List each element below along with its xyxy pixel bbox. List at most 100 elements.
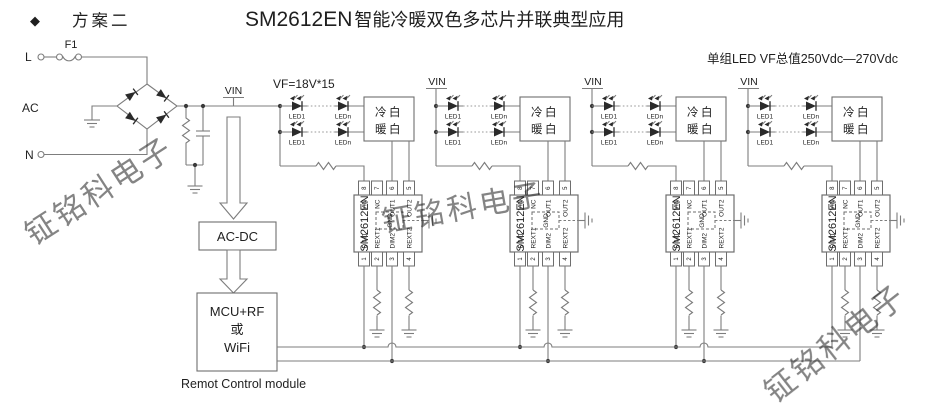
wire <box>652 120 656 125</box>
cw-ww-box <box>675 96 727 142</box>
led-label: LED1 <box>601 114 618 121</box>
pin-label: OUT1 <box>858 199 865 217</box>
channel-label: 冷白 <box>531 105 559 119</box>
pin-label: VIN <box>518 199 525 210</box>
diode-icon <box>156 110 170 124</box>
wire <box>492 165 521 181</box>
emission-arrows-icon <box>446 94 461 101</box>
pin-label: OUT2 <box>407 199 414 217</box>
watermark-text: 钲铭科电子 <box>758 278 914 410</box>
pin-number: 8 <box>674 186 680 190</box>
wire <box>814 94 819 99</box>
scheme-label: 方案二 <box>72 11 131 30</box>
pin-box <box>358 180 370 196</box>
gnd-label: GND <box>543 213 550 228</box>
led-diode <box>760 127 771 137</box>
led-label: LED1 <box>445 114 462 121</box>
wire <box>336 165 365 181</box>
resistor <box>404 289 414 316</box>
led-string-cool: LED1 LEDn <box>436 94 520 121</box>
pin-box <box>514 180 526 196</box>
vin-tap <box>223 96 244 106</box>
led-triangle <box>604 101 614 111</box>
led-triangle <box>338 127 348 137</box>
pin-box <box>403 180 415 196</box>
emission-arrows-icon <box>758 94 773 101</box>
wire <box>44 129 148 156</box>
wire <box>81 56 148 84</box>
smoothing-capacitor <box>196 106 210 165</box>
ground-icon <box>713 329 729 338</box>
down-arrow-icon <box>218 116 249 220</box>
pin-number: 3 <box>858 257 864 261</box>
led-label: LED1 <box>757 140 774 147</box>
wire <box>808 120 812 125</box>
pin-label: DIM2 <box>546 233 553 249</box>
wire <box>300 94 305 99</box>
diode-icon <box>156 89 170 102</box>
ground-icon <box>84 119 100 128</box>
chip-label: SM2612EN <box>671 195 683 251</box>
pin-box <box>559 180 571 196</box>
pin-label: REXT1 <box>375 227 382 248</box>
emission-arrows-icon <box>290 94 305 101</box>
acdc-label: AC-DC <box>217 229 258 244</box>
chip-label: SM2612EN <box>359 195 371 251</box>
ground-icon <box>401 329 417 338</box>
led-label: LEDn <box>803 114 820 121</box>
led-triangle <box>494 101 504 111</box>
led-diode <box>292 101 303 111</box>
vin-resistor <box>627 161 649 171</box>
emission-arrows-icon <box>602 120 617 127</box>
pin-number: 1 <box>362 257 368 261</box>
led-diode <box>292 127 303 137</box>
wire <box>300 120 305 125</box>
led-triangle <box>292 101 302 111</box>
wire <box>502 94 507 99</box>
led-triangle <box>292 127 302 137</box>
bleeder-resistor <box>181 106 191 165</box>
pin-label: REXT1 <box>843 227 850 248</box>
wire <box>804 165 833 181</box>
pin-number: 5 <box>563 186 569 190</box>
pin-box <box>871 180 883 196</box>
vf-total-note: 单组LED VF总值250Vdc—270Vdc <box>707 51 898 66</box>
cw-ww-box <box>831 96 883 142</box>
junction-dot <box>200 103 206 109</box>
vin-resistor <box>783 161 805 171</box>
pin-number: 4 <box>563 257 569 261</box>
led-label: LEDn <box>491 140 508 147</box>
pin-box <box>698 180 710 196</box>
live-terminal <box>37 53 45 61</box>
pin-number: 2 <box>531 257 537 261</box>
pin-label: DIM1 <box>518 233 525 249</box>
pin-box <box>715 180 727 196</box>
pin-label: NC <box>375 199 382 209</box>
wire <box>612 120 617 125</box>
pin-label: VIN <box>830 199 837 210</box>
wire <box>606 94 610 99</box>
wire <box>762 94 766 99</box>
wire <box>768 94 773 99</box>
neutral-label: N <box>25 148 34 162</box>
pin-label: REXT2 <box>875 227 882 248</box>
pin-label: NC <box>531 199 538 209</box>
channel-label: 暖白 <box>375 122 403 136</box>
chip-label: SM2612EN <box>515 195 527 251</box>
ground-icon <box>740 212 749 229</box>
vin-net-label: VIN <box>740 76 758 88</box>
pin-box <box>839 180 851 196</box>
pin-box <box>542 180 554 196</box>
vin-net-label: VIN <box>584 76 602 88</box>
led-label: LEDn <box>491 114 508 121</box>
wire <box>346 94 351 99</box>
pin-label: DIM2 <box>858 233 865 249</box>
wire <box>808 94 812 99</box>
emission-arrows-icon <box>446 120 461 127</box>
pin-number: 8 <box>830 186 836 190</box>
gnd-label: GND <box>699 213 706 228</box>
pin-box <box>683 180 695 196</box>
pin-label: DIM2 <box>702 233 709 249</box>
channel-label: 冷白 <box>843 105 871 119</box>
